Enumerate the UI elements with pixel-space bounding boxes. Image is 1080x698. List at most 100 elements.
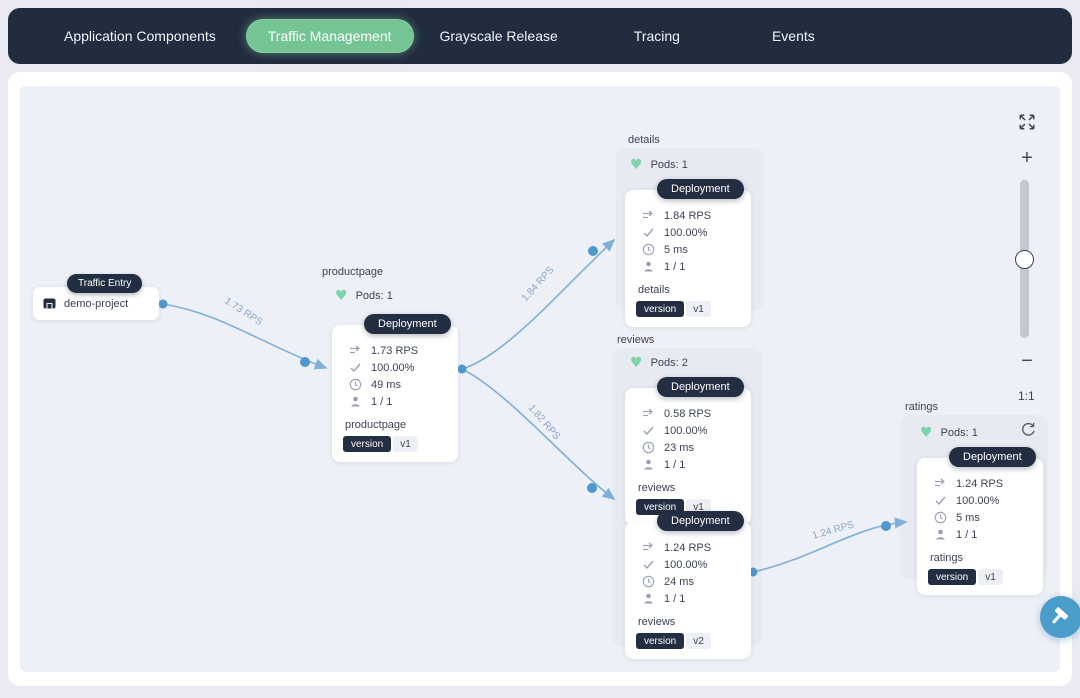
traffic-dot: [588, 246, 598, 256]
version-key-chip: version: [343, 436, 392, 452]
edge-label-rps: 1.73 RPS: [222, 296, 264, 329]
pods-indicator-ratings: ♥ Pods: 1: [920, 426, 978, 440]
service-label-reviews: reviews: [617, 334, 655, 346]
pods-count: Pods: 1: [355, 290, 393, 302]
deployment-badge-productpage: Deployment: [364, 314, 451, 334]
tab-events[interactable]: Events: [771, 28, 815, 44]
edge-label-rps: 1.84 RPS: [520, 265, 557, 304]
metric-replicas: 1 / 1: [928, 526, 1032, 543]
metric-rps: 1.24 RPS: [636, 539, 740, 556]
topology-canvas[interactable]: 1.73 RPS 1.84 RPS 1.82 RPS 1.24 RPS Traf…: [20, 86, 1080, 672]
throughput-icon: [350, 345, 360, 354]
check-icon: [643, 228, 654, 238]
pods-indicator-productpage: ♥ Pods: 1: [335, 289, 393, 303]
metric-replicas: 1 / 1: [636, 456, 740, 473]
traffic-dot: [881, 521, 891, 531]
pod-health-icon: ♥: [630, 355, 643, 371]
edge-anchor-dot: [158, 299, 168, 309]
top-navbar: Application Components Traffic Managemen…: [8, 8, 1072, 64]
clock-icon: [642, 243, 655, 256]
pods-indicator-details: ♥ Pods: 1: [630, 158, 688, 172]
pod-health-icon: ♥: [630, 157, 643, 173]
zoom-slider-thumb[interactable]: [1015, 250, 1034, 269]
traffic-entry-node[interactable]: demo-project: [33, 287, 159, 320]
version-value-chip: v2: [686, 633, 711, 649]
refresh-icon: [1022, 422, 1035, 436]
pods-count: Pods: 1: [940, 427, 978, 439]
traffic-dot: [300, 357, 310, 367]
workload-name: productpage: [345, 419, 407, 431]
edge-anchor-dot: [457, 364, 467, 374]
version-value-chip: v1: [686, 301, 711, 317]
metric-latency: 5 ms: [928, 509, 1032, 526]
pod-health-icon: ♥: [920, 425, 933, 441]
throughput-icon: [643, 542, 653, 551]
check-icon: [935, 496, 946, 506]
pods-indicator-reviews: ♥ Pods: 2: [630, 356, 688, 370]
metric-success-rate: 100.00%: [928, 492, 1032, 509]
traffic-entry-badge: Traffic Entry: [67, 274, 143, 293]
zoom-ratio-label[interactable]: 1:1: [1018, 389, 1035, 403]
replicas-icon: [351, 396, 360, 407]
pods-count: Pods: 1: [650, 159, 688, 171]
replicas-icon: [644, 593, 653, 604]
tab-traffic-management[interactable]: Traffic Management: [245, 19, 414, 53]
throughput-icon: [643, 210, 653, 219]
edge-productpage-to-details: [461, 238, 616, 370]
traffic-entry-name: demo-project: [64, 297, 129, 310]
tab-application-components[interactable]: Application Components: [64, 28, 216, 44]
metric-latency: 49 ms: [343, 376, 447, 393]
metric-success-rate: 100.00%: [343, 359, 447, 376]
check-icon: [350, 363, 361, 373]
fullscreen-button[interactable]: [1018, 113, 1036, 136]
zoom-out-button[interactable]: −: [1021, 350, 1033, 372]
pods-count: Pods: 2: [650, 357, 688, 369]
zoom-slider[interactable]: [1015, 180, 1034, 338]
throughput-icon: [643, 408, 653, 417]
replicas-icon: [644, 459, 653, 470]
replicas-icon: [644, 261, 653, 272]
deployment-badge-reviews-v1: Deployment: [657, 377, 744, 397]
metric-success-rate: 100.00%: [636, 224, 740, 241]
metric-replicas: 1 / 1: [636, 258, 740, 275]
metric-success-rate: 100.00%: [636, 422, 740, 439]
deployment-card-productpage-v1[interactable]: 1.73 RPS 100.00% 49 ms 1 / 1 productpage…: [332, 325, 458, 462]
hammer-icon: [1052, 607, 1068, 624]
clock-icon: [934, 511, 947, 524]
version-value-chip: v1: [393, 436, 418, 452]
deployment-card-reviews-v2[interactable]: 1.24 RPS 100.00% 24 ms 1 / 1 reviews ver…: [625, 522, 751, 659]
tab-tracing[interactable]: Tracing: [633, 28, 680, 44]
gateway-icon: [43, 298, 56, 309]
deployment-card-reviews-v1[interactable]: 0.58 RPS 100.00% 23 ms 1 / 1 reviews ver…: [625, 388, 751, 525]
deployment-card-ratings-v1[interactable]: 1.24 RPS 100.00% 5 ms 1 / 1 ratings vers…: [917, 458, 1043, 595]
check-icon: [643, 426, 654, 436]
zoom-in-button[interactable]: +: [1021, 147, 1033, 169]
metric-latency: 5 ms: [636, 241, 740, 258]
main-panel: 1.73 RPS 1.84 RPS 1.82 RPS 1.24 RPS Traf…: [8, 72, 1080, 686]
clock-icon: [349, 378, 362, 391]
version-key-chip: version: [928, 569, 977, 585]
edit-tools-fab[interactable]: [1040, 596, 1080, 638]
throughput-icon: [935, 478, 945, 487]
metric-latency: 23 ms: [636, 439, 740, 456]
service-label-productpage: productpage: [322, 266, 384, 278]
check-icon: [643, 560, 654, 570]
service-label-details: details: [628, 134, 660, 146]
fullscreen-icon: [1019, 114, 1035, 130]
pod-health-icon: ♥: [335, 288, 348, 304]
replicas-icon: [936, 529, 945, 540]
metric-rps: 1.84 RPS: [636, 207, 740, 224]
workload-name: details: [638, 284, 670, 296]
tab-grayscale-release[interactable]: Grayscale Release: [439, 28, 558, 44]
metric-latency: 24 ms: [636, 573, 740, 590]
deployment-badge-details: Deployment: [657, 179, 744, 199]
metric-rps: 0.58 RPS: [636, 405, 740, 422]
metric-rps: 1.24 RPS: [928, 475, 1032, 492]
workload-name: reviews: [638, 482, 676, 494]
workload-name: reviews: [638, 616, 676, 628]
refresh-button[interactable]: [1020, 421, 1037, 443]
traffic-edges-layer: 1.73 RPS 1.84 RPS 1.82 RPS 1.24 RPS: [158, 238, 908, 577]
workload-name: ratings: [930, 552, 964, 564]
deployment-card-details-v1[interactable]: 1.84 RPS 100.00% 5 ms 1 / 1 details vers…: [625, 190, 751, 327]
metric-success-rate: 100.00%: [636, 556, 740, 573]
